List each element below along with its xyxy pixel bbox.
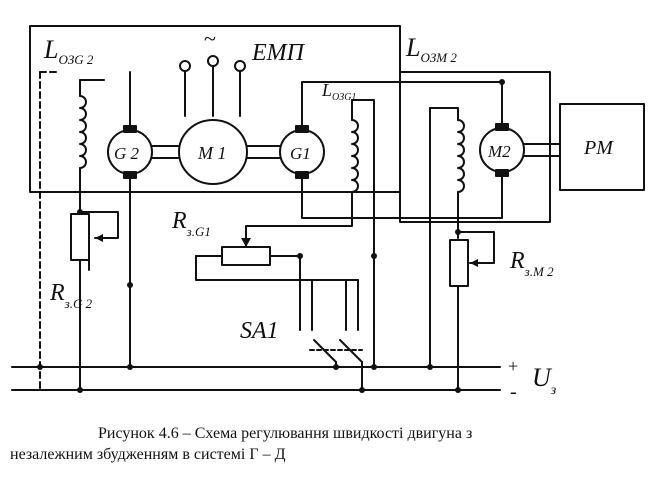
junction-dot (427, 364, 433, 370)
junction-dot (371, 364, 377, 370)
junction-dot (455, 229, 461, 235)
junction-dot (127, 364, 133, 370)
caption-line-2: незалежним збудженням в системі Г – Д (10, 446, 286, 463)
label-tilde: ~ (204, 26, 216, 51)
terminal (234, 60, 246, 72)
junction-dot (77, 209, 83, 215)
r-zg2-resistor (70, 213, 90, 261)
l-ozg1-winding (351, 119, 359, 193)
terminal (207, 55, 219, 67)
label-l-ozm2: LОЗМ 2 (405, 33, 457, 65)
junction-dot (297, 253, 303, 259)
junction-dot (37, 364, 43, 370)
label-pm: PM (583, 137, 614, 159)
terminal (179, 60, 191, 72)
junction-dot (127, 282, 133, 288)
circuit-diagram: LОЗG 2 ~ ЕМП LОЗМ 2 LОЗG1 G 2 M 1 G1 M2 … (11, 25, 645, 403)
label-m2: M2 (487, 142, 511, 161)
junction-dot (499, 79, 505, 85)
r-zg1-resistor (221, 246, 271, 266)
figure-caption: Рисунок 4.6 – Схема регулювання швидкост… (10, 423, 644, 465)
label-r-zg1: Rз.G1 (171, 208, 211, 239)
label-sa1: SA1 (240, 318, 279, 344)
label-r-zg2: Rз.G 2 (49, 280, 93, 311)
label-r-zm2: Rз.M 2 (509, 248, 554, 279)
label-minus: - (510, 381, 517, 403)
label-u: Uз (532, 363, 557, 398)
label-emp: ЕМП (251, 40, 306, 66)
r-zm2-resistor (449, 239, 469, 287)
label-l-ozg1: LОЗG1 (321, 80, 356, 103)
label-m1: M 1 (197, 143, 227, 163)
m1-motor (178, 119, 248, 185)
junction-dot (333, 364, 339, 370)
label-g1: G1 (290, 144, 311, 163)
junction-dot (77, 387, 83, 393)
caption-line-1: Рисунок 4.6 – Схема регулювання швидкост… (98, 425, 473, 442)
l-ozm2-winding (457, 119, 465, 193)
label-g2: G 2 (114, 144, 140, 163)
junction-dot (359, 387, 365, 393)
junction-dot (455, 387, 461, 393)
pm-box (559, 103, 645, 191)
label-plus: + (508, 356, 518, 376)
junction-dot (371, 253, 377, 259)
label-l-ozg2: LОЗG 2 (43, 35, 94, 67)
l-ozg2-winding (79, 95, 87, 169)
m2-unit-frame (399, 71, 551, 223)
